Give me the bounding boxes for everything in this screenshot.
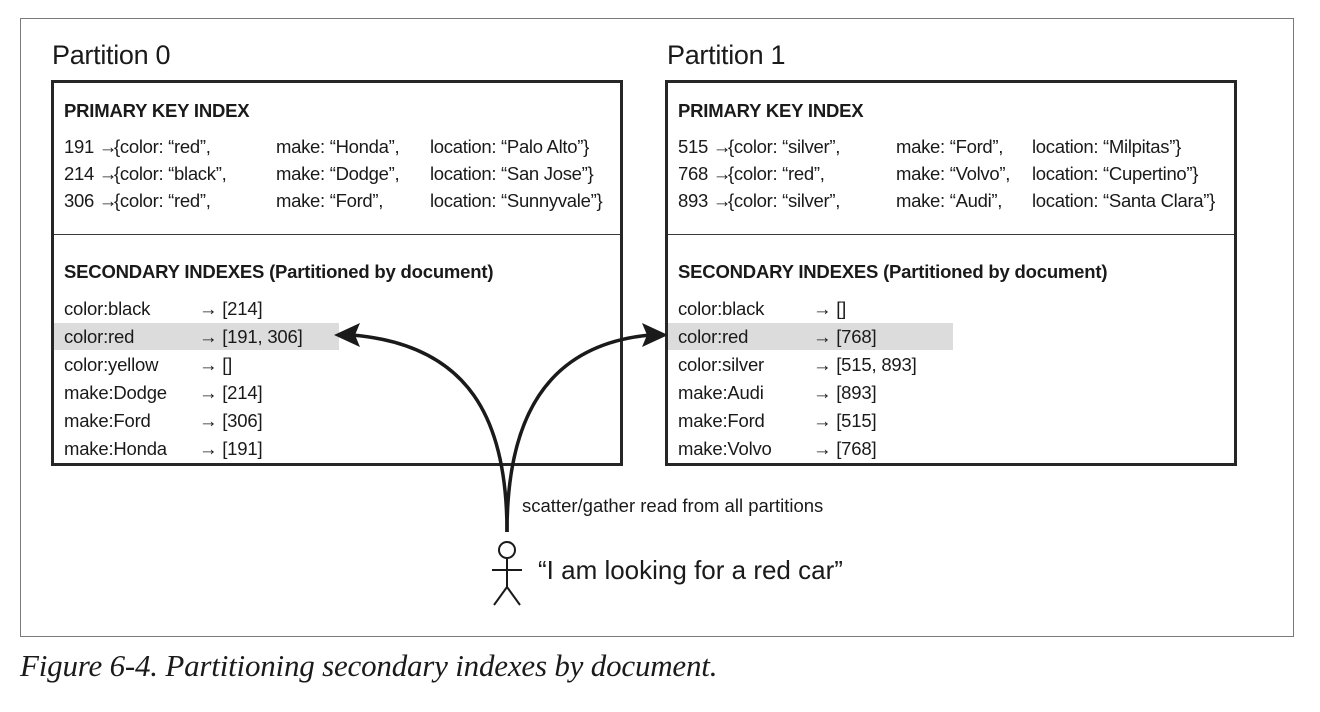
secondary-row: make:Ford → [515]: [678, 410, 877, 431]
secondary-row: make:Dodge → [214]: [64, 382, 263, 403]
secondary-row: color:black → []: [678, 298, 847, 319]
secondary-row: make:Honda → [191]: [64, 438, 263, 459]
arrowhead-left: [334, 323, 360, 347]
arrowhead-right: [642, 323, 668, 347]
figure-caption: Figure 6-4. Partitioning secondary index…: [20, 648, 718, 683]
secondary-row: color:yellow → []: [64, 354, 233, 375]
secondary-indexes-heading: SECONDARY INDEXES (Partitioned by docume…: [64, 261, 494, 282]
section-divider: [54, 234, 620, 235]
secondary-row: color:black → [214]: [64, 298, 263, 319]
secondary-row: color:silver → [515, 893]: [678, 354, 917, 375]
partition-1-title: Partition 1: [667, 40, 786, 70]
secondary-row: make:Ford → [306]: [64, 410, 263, 431]
user-query-quote: “I am looking for a red car”: [538, 555, 843, 585]
partition-0-title: Partition 0: [52, 40, 171, 70]
partition-1-box: PRIMARY KEY INDEX 515 → {color: “silver”…: [665, 80, 1237, 466]
secondary-row-highlighted: color:red → [768]: [668, 323, 953, 350]
secondary-row-highlighted: color:red → [191, 306]: [54, 323, 339, 350]
primary-key-index-heading: PRIMARY KEY INDEX: [678, 100, 864, 121]
primary-key-index-heading: PRIMARY KEY INDEX: [64, 100, 250, 121]
section-divider: [668, 234, 1234, 235]
secondary-row: make:Volvo → [768]: [678, 438, 877, 459]
scatter-arrow-left: [351, 333, 509, 533]
partition-0-box: PRIMARY KEY INDEX 191 → {color: “red”, m…: [51, 80, 623, 466]
secondary-indexes-heading: SECONDARY INDEXES (Partitioned by docume…: [678, 261, 1108, 282]
scatter-gather-label: scatter/gather read from all partitions: [522, 495, 824, 516]
user-figure-icon: [492, 541, 522, 606]
scatter-arrow-right: [505, 333, 651, 533]
figure-frame: [20, 18, 1294, 637]
secondary-row: make:Audi → [893]: [678, 382, 877, 403]
